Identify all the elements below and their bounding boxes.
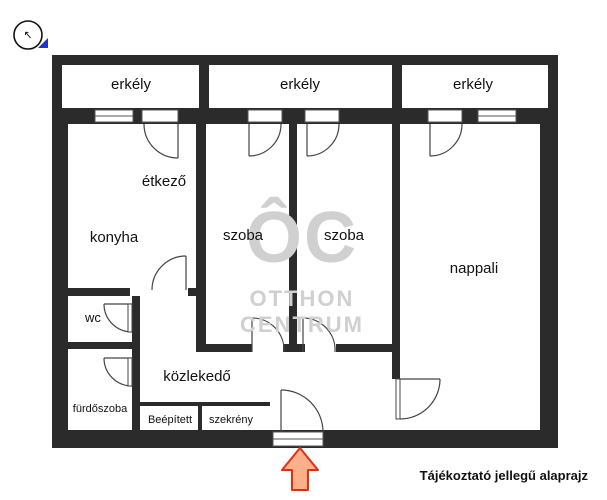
label-builtin-2: szekrény [209,414,254,426]
label-hallway: közlekedő [163,368,231,385]
entrance-arrow-icon [281,447,319,491]
interior-walls [68,124,400,432]
label-balcony-3: erkély [453,76,494,93]
watermark-logo: ÔC [246,197,358,278]
room-labels: erkély erkély erkély étkező konyha szoba… [73,76,498,426]
label-wc: wc [84,310,101,325]
label-living: nappali [450,260,498,277]
door-swings [103,123,463,433]
watermark-line2: CENTRUM [240,312,364,337]
label-balcony-1: erkély [111,76,152,93]
watermark-line1: OTTHON [250,286,355,311]
plan-caption: Tájékoztató jellegű alaprajz [420,468,589,483]
label-kitchen: konyha [90,229,139,246]
watermark: ÔC OTTHON CENTRUM [240,197,364,337]
north-compass-icon: ↑ [13,20,48,50]
openings [94,109,517,447]
label-builtin-1: Beépített [148,414,192,426]
label-dining: étkező [142,173,186,190]
label-bathroom: fürdőszoba [73,403,128,415]
label-room-2: szoba [324,227,365,244]
label-balcony-2: erkély [280,76,321,93]
label-room-1: szoba [223,227,264,244]
door-leaves [127,303,401,420]
